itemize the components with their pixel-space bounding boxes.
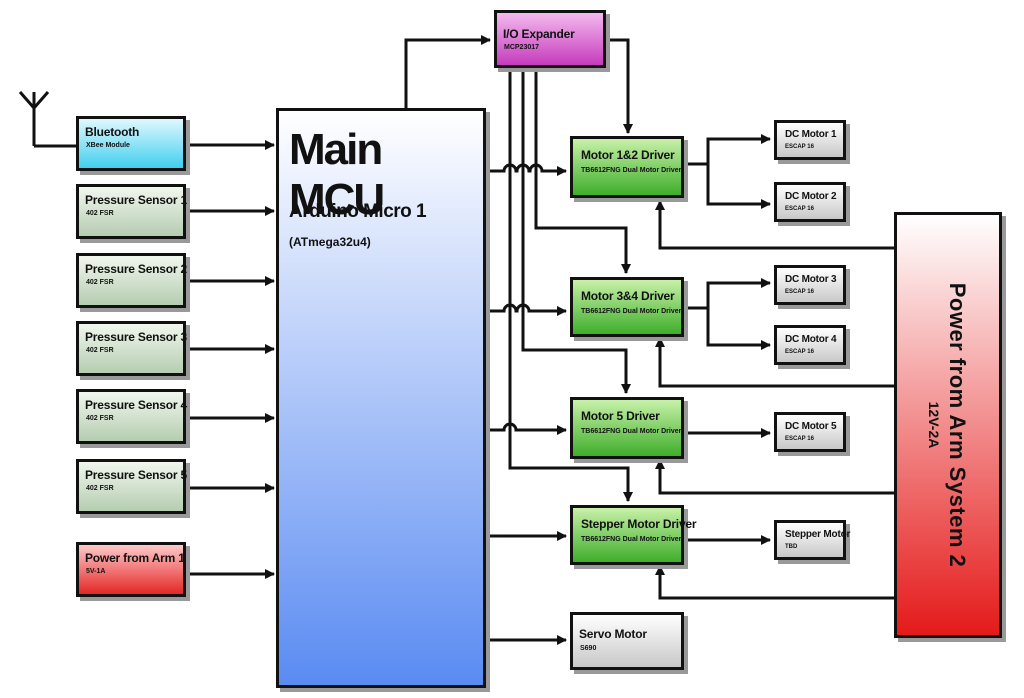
wire-power2-stepper-driver <box>655 565 894 600</box>
pressure-sensor-2-title: Pressure Sensor 2 <box>85 262 187 276</box>
dc-motor-3-title: DC Motor 3 <box>785 274 837 285</box>
bluetooth-title: Bluetooth <box>85 125 140 139</box>
dc-motor-5-sub: ESCAP 16 <box>785 436 814 442</box>
mcu-title: Main MCU <box>289 125 385 224</box>
wire-expander-driver12 <box>606 38 633 134</box>
pressure-sensor-3-sub: 402 FSR <box>86 347 114 354</box>
pressure-sensor-4-block: Pressure Sensor 4 402 FSR <box>76 389 187 444</box>
dc-motor-4-title: DC Motor 4 <box>785 334 837 345</box>
pressure-sensor-2-block: Pressure Sensor 2 402 FSR <box>76 253 187 308</box>
servo-motor-sub: S690 <box>580 645 597 652</box>
antenna-icon <box>18 91 76 148</box>
pressure-sensor-3-block: Pressure Sensor 3 402 FSR <box>76 321 187 376</box>
motor-1-2-driver-title: Motor 1&2 Driver <box>581 148 675 162</box>
dc-motor-5-title: DC Motor 5 <box>785 421 837 432</box>
pressure-sensor-4-sub: 402 FSR <box>86 415 114 422</box>
bluetooth-block: Bluetooth XBee Module <box>76 116 186 171</box>
dc-motor-1-title: DC Motor 1 <box>785 129 837 140</box>
wire-mcu-driver5 <box>486 422 567 435</box>
stepper-driver-sub: TB6612FNG Dual Motor Driver <box>581 536 682 543</box>
dc-motor-1-sub: ESCAP 16 <box>785 144 814 150</box>
main-mcu-block: Main MCU Arduino Micro 1 (ATmega32u4) <box>276 108 486 688</box>
wire-driver12-m1 <box>684 134 771 166</box>
power-arm-1-sub: 5V-1A <box>86 568 106 575</box>
dc-motor-2-sub: ESCAP 16 <box>785 206 814 212</box>
dc-motor-2-title: DC Motor 2 <box>785 191 837 202</box>
pressure-sensor-3-title: Pressure Sensor 3 <box>85 330 187 344</box>
servo-motor-title: Servo Motor <box>579 627 647 641</box>
stepper-motor-sub: TBD <box>785 544 798 550</box>
wire-power2-driver34 <box>655 337 894 388</box>
stepper-motor-block: Stepper Motor TBD <box>774 520 850 560</box>
wire-power2-driver5 <box>655 459 894 495</box>
dc-motor-3-sub: ESCAP 16 <box>785 289 814 295</box>
power-arm-1-title: Power from Arm 1 <box>85 551 185 565</box>
wire-driver34-m3 <box>684 278 771 310</box>
pressure-sensor-5-block: Pressure Sensor 5 402 FSR <box>76 459 187 514</box>
io-expander-title: I/O Expander <box>503 27 575 41</box>
power-arm-1-block: Power from Arm 1 5V-1A <box>76 542 186 597</box>
motor-3-4-driver-block: Motor 3&4 Driver TB6612FNG Dual Motor Dr… <box>570 277 684 337</box>
power-arm-system-2-block: Power from Arm System 2 12V-2A <box>894 212 1002 638</box>
bluetooth-sub: XBee Module <box>86 142 130 149</box>
wire-driver12-m2 <box>684 162 771 209</box>
dc-motor-4-sub: ESCAP 16 <box>785 349 814 355</box>
io-expander-sub: MCP23017 <box>504 44 540 51</box>
pressure-sensor-5-sub: 402 FSR <box>86 485 114 492</box>
servo-motor-block: Servo Motor S690 <box>570 612 684 670</box>
wire-expander-stepper <box>508 68 633 502</box>
pressure-sensor-1-title: Pressure Sensor 1 <box>85 193 187 207</box>
motor-1-2-driver-block: Motor 1&2 Driver TB6612FNG Dual Motor Dr… <box>570 136 684 198</box>
dc-motor-2-block: DC Motor 2 ESCAP 16 <box>774 182 846 222</box>
wire-expander-driver5 <box>521 68 631 394</box>
stepper-driver-title: Stepper Motor Driver <box>581 517 697 531</box>
pressure-sensor-5-title: Pressure Sensor 5 <box>85 468 187 482</box>
motor-5-driver-block: Motor 5 Driver TB6612FNG Dual Motor Driv… <box>570 397 684 459</box>
wire-power2-driver12 <box>655 200 894 250</box>
io-expander-block: I/O Expander MCP23017 <box>494 10 606 68</box>
dc-motor-3-block: DC Motor 3 ESCAP 16 <box>774 265 846 305</box>
power-arm-system-2-label: Power from Arm System 2 12V-2A <box>926 283 970 568</box>
pressure-sensor-1-sub: 402 FSR <box>86 210 114 217</box>
motor-3-4-driver-title: Motor 3&4 Driver <box>581 289 675 303</box>
pressure-sensor-2-sub: 402 FSR <box>86 279 114 286</box>
mcu-chip: (ATmega32u4) <box>289 235 371 249</box>
wire-mcu-driver12 <box>486 163 567 176</box>
power-arm-system-2-sub: 12V-2A <box>926 401 942 449</box>
motor-3-4-driver-sub: TB6612FNG Dual Motor Driver <box>581 308 682 315</box>
dc-motor-4-block: DC Motor 4 ESCAP 16 <box>774 325 846 365</box>
pressure-sensor-1-block: Pressure Sensor 1 402 FSR <box>76 184 187 239</box>
wire-mcu-driver34 <box>486 303 567 316</box>
motor-1-2-driver-sub: TB6612FNG Dual Motor Driver <box>581 167 682 174</box>
wire-expander-driver34 <box>534 68 631 274</box>
mcu-subtitle: Arduino Micro 1 <box>289 201 427 222</box>
motor-5-driver-title: Motor 5 Driver <box>581 409 660 423</box>
motor-5-driver-sub: TB6612FNG Dual Motor Driver <box>581 428 682 435</box>
stepper-driver-block: Stepper Motor Driver TB6612FNG Dual Moto… <box>570 505 697 565</box>
stepper-motor-title: Stepper Motor <box>785 529 851 540</box>
dc-motor-5-block: DC Motor 5 ESCAP 16 <box>774 412 846 452</box>
power-arm-system-2-title: Power from Arm System 2 <box>945 282 970 568</box>
pressure-sensor-4-title: Pressure Sensor 4 <box>85 398 187 412</box>
dc-motor-1-block: DC Motor 1 ESCAP 16 <box>774 120 846 160</box>
wire-driver34-m4 <box>684 306 771 350</box>
wire-mcu-expander <box>404 35 491 108</box>
